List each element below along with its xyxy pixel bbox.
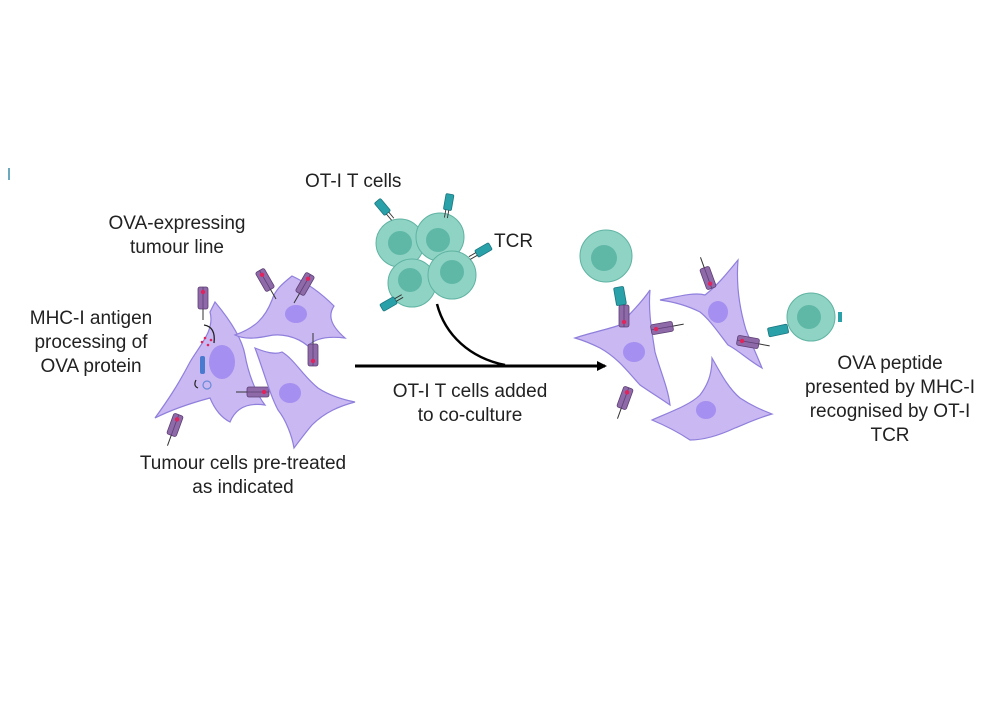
tcell	[579, 229, 633, 283]
mhc-molecule	[649, 318, 686, 336]
ot1-tcell-cluster	[373, 193, 493, 312]
tcell	[375, 218, 425, 268]
proteasome	[200, 356, 205, 374]
label-recognition: OVA peptide presented by MHC-I recognise…	[804, 353, 975, 446]
tcr-engaged	[767, 323, 789, 338]
tumour-cell	[650, 355, 774, 441]
label-added-to-coculture: OT-I T cells added to co-culture	[392, 381, 548, 426]
label-mhc-processing: MHC-I antigen processing of OVA protein	[29, 308, 153, 377]
label-tcr: TCR	[494, 231, 534, 252]
mhc-molecule	[197, 286, 209, 321]
tcell	[415, 212, 465, 262]
tcell	[387, 258, 437, 308]
tcell-addition-arrow	[435, 303, 506, 367]
nucleus	[708, 301, 728, 323]
nucleus	[623, 342, 645, 362]
ova-protein	[202, 380, 212, 390]
coculture-group	[572, 229, 842, 441]
tcr-receptor	[373, 197, 397, 223]
ova-peptide-fragments	[200, 336, 213, 347]
tcr-stub	[838, 312, 842, 322]
tcr-engaged	[613, 286, 627, 306]
label-ot1-cells: OT-I T cells	[305, 171, 402, 192]
mhc-molecule	[695, 255, 717, 291]
processing-arrow	[203, 324, 215, 344]
label-pretreated: Tumour cells pre-treated as indicated	[139, 453, 347, 498]
nucleus	[279, 383, 301, 403]
tcell	[786, 292, 836, 342]
tumour-cell	[253, 346, 356, 450]
mhc-molecule	[162, 412, 184, 448]
tcell	[427, 250, 477, 300]
nucleus	[285, 305, 307, 323]
nucleus	[209, 345, 235, 379]
tcr-receptor	[467, 242, 493, 262]
nucleus	[696, 401, 716, 419]
tumour-cell-group-left	[154, 267, 356, 450]
label-tumour-line: OVA-expressing tumour line	[108, 213, 246, 258]
mhc-molecule	[612, 385, 634, 421]
